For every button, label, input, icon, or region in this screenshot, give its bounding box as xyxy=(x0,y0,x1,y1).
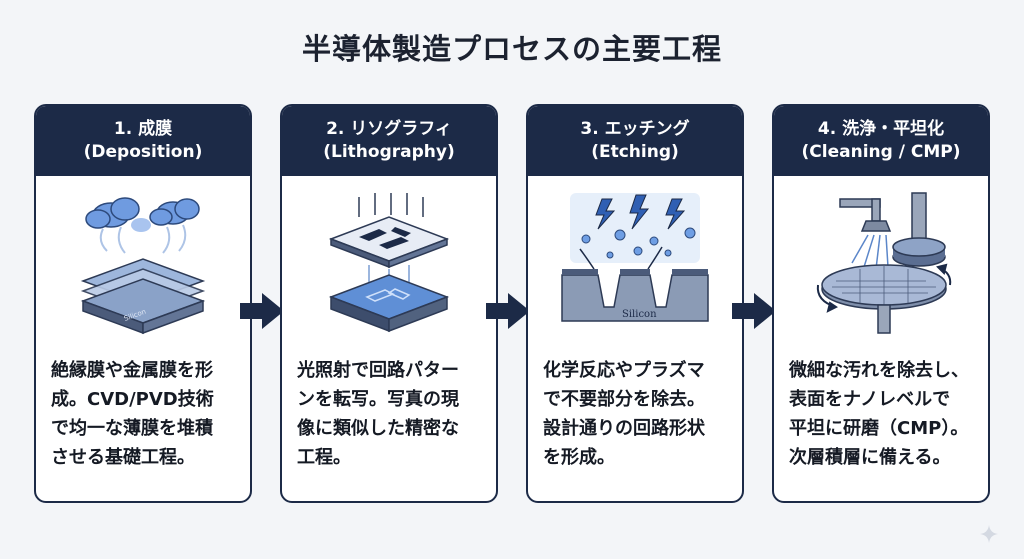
step-heading: 3. エッチング xyxy=(580,119,690,139)
step-heading: 4. 洗浄・平坦化 xyxy=(817,119,945,139)
deposition-layers-icon: Silicon xyxy=(36,176,250,352)
step-description: 化学反応やプラズマ で不要部分を除去。 設計通りの回路形状 を形成。 xyxy=(543,360,705,468)
step-subheading: (Deposition) xyxy=(83,142,203,162)
cmp-polisher-icon xyxy=(774,176,988,352)
step-subheading: (Etching) xyxy=(591,142,679,162)
step-description: 光照射で回路パター ンを転写。写真の現 像に類似した精密な 工程。 xyxy=(297,360,459,468)
step-description: 絶縁膜や金属膜を形 成。CVD/PVD技術 で均一な薄膜を堆積 させる基礎工程。 xyxy=(51,360,214,468)
step-card-etching: 3. エッチング (Etching) xyxy=(526,104,744,503)
step-subheading: (Lithography) xyxy=(323,142,455,162)
step-header: 2. リソグラフィ (Lithography) xyxy=(282,106,496,176)
step-description: 微細な汚れを除去し、 表面をナノレベルで 平坦に研磨（CMP）。 次層積層に備え… xyxy=(789,360,969,468)
arrow-right-icon xyxy=(486,293,530,329)
step-card-lithography: 2. リソグラフィ (Lithography) xyxy=(280,104,498,503)
step-header: 1. 成膜 (Deposition) xyxy=(36,106,250,176)
step-subheading: (Cleaning / CMP) xyxy=(801,142,961,162)
step-heading: 1. 成膜 xyxy=(113,119,173,139)
lithography-mask-icon xyxy=(282,176,496,352)
arrow-right-icon xyxy=(732,293,776,329)
arrow-right-icon xyxy=(240,293,284,329)
step-card-cleaning-cmp: 4. 洗浄・平坦化 (Cleaning / CMP) xyxy=(772,104,990,503)
step-card-deposition: 1. 成膜 (Deposition) xyxy=(34,104,252,503)
step-header: 4. 洗浄・平坦化 (Cleaning / CMP) xyxy=(774,106,988,176)
sparkle-icon xyxy=(980,525,998,543)
wafer-label: Silicon xyxy=(622,309,657,320)
etching-plasma-icon: Silicon xyxy=(528,176,742,352)
step-heading: 2. リソグラフィ xyxy=(326,119,452,139)
step-header: 3. エッチング (Etching) xyxy=(528,106,742,176)
page-title: 半導体製造プロセスの主要工程 xyxy=(301,32,722,66)
